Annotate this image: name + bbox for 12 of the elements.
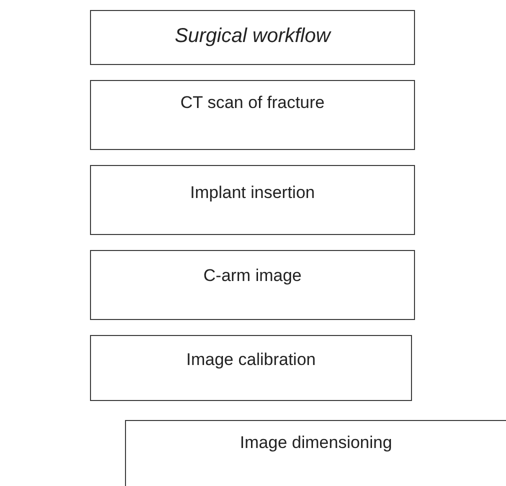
process-box <box>90 335 412 401</box>
process-box <box>90 250 415 320</box>
box-label: Surgical workflow <box>174 25 330 48</box>
box-label: Image calibration <box>186 350 316 370</box>
box-label: CT scan of fracture <box>180 93 325 113</box>
box-label: Implant insertion <box>190 183 315 203</box>
process-box <box>90 10 415 65</box>
box-label: C-arm image <box>203 266 302 286</box>
box-label: Image dimensioning <box>240 433 392 453</box>
process-box <box>90 165 415 235</box>
process-box <box>90 80 415 150</box>
process-box <box>125 420 506 486</box>
